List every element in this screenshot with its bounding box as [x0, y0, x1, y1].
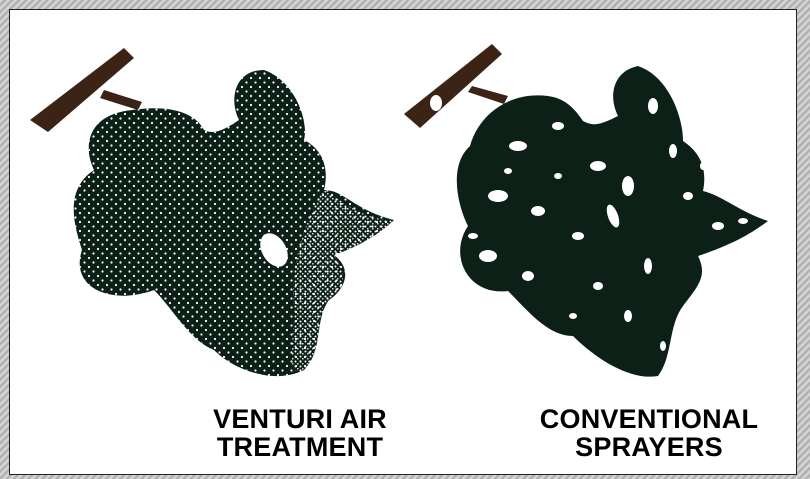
illustration-panel: VENTURI AIR TREATMENT CONVENTIONAL SPRAY…	[9, 9, 797, 475]
conventional-sprayed-leaf	[398, 36, 778, 406]
venturi-air-treatment-label: VENTURI AIR TREATMENT	[120, 405, 480, 461]
venturi-treated-leaf	[24, 40, 404, 410]
conventional-sprayers-label: CONVENTIONAL SPRAYERS	[469, 405, 810, 461]
